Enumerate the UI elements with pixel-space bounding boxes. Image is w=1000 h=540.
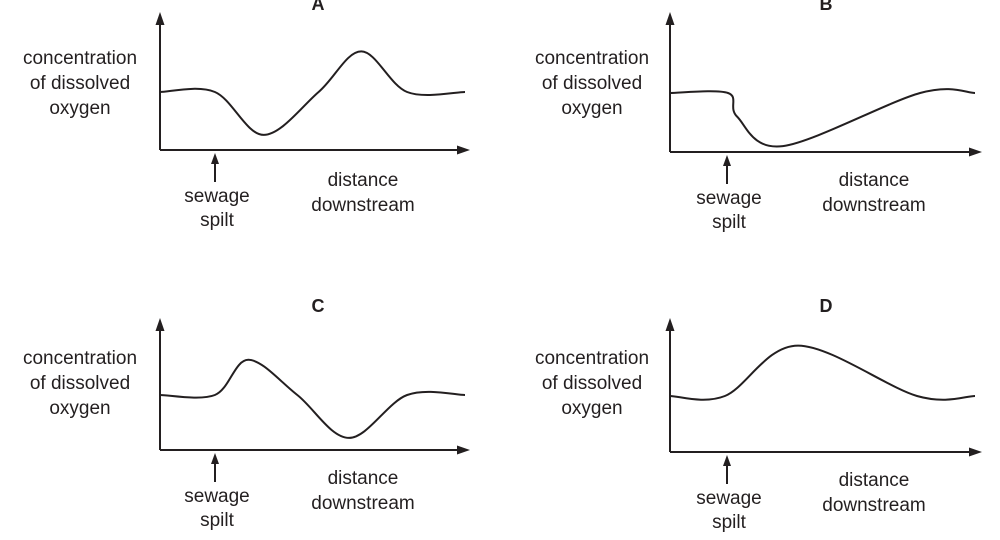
- x-axis-label-line: distance: [839, 470, 910, 491]
- y-axis-label-line: oxygen: [561, 398, 622, 419]
- x-axis-label-line: downstream: [822, 195, 926, 216]
- y-axis-label-line: oxygen: [49, 98, 110, 119]
- x-axis-label-line: downstream: [311, 493, 415, 514]
- sewage-spilt-label-line: spilt: [712, 212, 747, 233]
- y-axis-label-line: concentration: [23, 348, 137, 369]
- sewage-pointer-arrowhead: [211, 453, 219, 464]
- sewage-spilt-label-line: spilt: [200, 510, 235, 531]
- graph-title: B: [820, 0, 833, 14]
- y-axis-label-line: of dissolved: [30, 73, 130, 94]
- sewage-pointer-arrowhead: [723, 455, 731, 466]
- x-axis-arrowhead: [969, 447, 982, 457]
- sewage-pointer-arrowhead: [211, 153, 219, 164]
- oxygen-curve: [669, 88, 976, 148]
- sewage-spilt-label-line: sewage: [184, 486, 250, 507]
- y-axis-label-line: concentration: [535, 348, 649, 369]
- oxygen-curve: [669, 344, 976, 401]
- graph-title: D: [820, 296, 833, 316]
- y-axis-label-line: of dissolved: [542, 373, 642, 394]
- sewage-pointer-arrowhead: [723, 155, 731, 166]
- graph-title: C: [312, 296, 325, 316]
- oxygen-curve: [159, 50, 466, 136]
- y-axis-label-line: concentration: [23, 48, 137, 69]
- y-axis-label-line: concentration: [535, 48, 649, 69]
- sewage-spilt-label-line: sewage: [696, 488, 762, 509]
- y-axis-arrowhead: [155, 12, 165, 25]
- sewage-spilt-label-line: spilt: [200, 210, 235, 231]
- sewage-spilt-label-line: sewage: [184, 186, 250, 207]
- x-axis-label-line: distance: [328, 468, 399, 489]
- y-axis-label-line: of dissolved: [30, 373, 130, 394]
- x-axis-label-line: downstream: [311, 195, 415, 216]
- y-axis-arrowhead: [155, 318, 165, 331]
- x-axis-arrowhead: [969, 147, 982, 157]
- x-axis-arrowhead: [457, 145, 470, 155]
- sewage-spilt-label-line: sewage: [696, 188, 762, 209]
- oxygen-curve: [159, 358, 466, 439]
- y-axis-label-line: oxygen: [49, 398, 110, 419]
- x-axis-label-line: downstream: [822, 495, 926, 516]
- y-axis-arrowhead: [665, 12, 675, 25]
- x-axis-label-line: distance: [328, 170, 399, 191]
- y-axis-arrowhead: [665, 318, 675, 331]
- x-axis-arrowhead: [457, 445, 470, 455]
- graph-title: A: [312, 0, 325, 14]
- y-axis-label-line: of dissolved: [542, 73, 642, 94]
- y-axis-label-line: oxygen: [561, 98, 622, 119]
- x-axis-label-line: distance: [839, 170, 910, 191]
- sewage-spilt-label-line: spilt: [712, 512, 747, 533]
